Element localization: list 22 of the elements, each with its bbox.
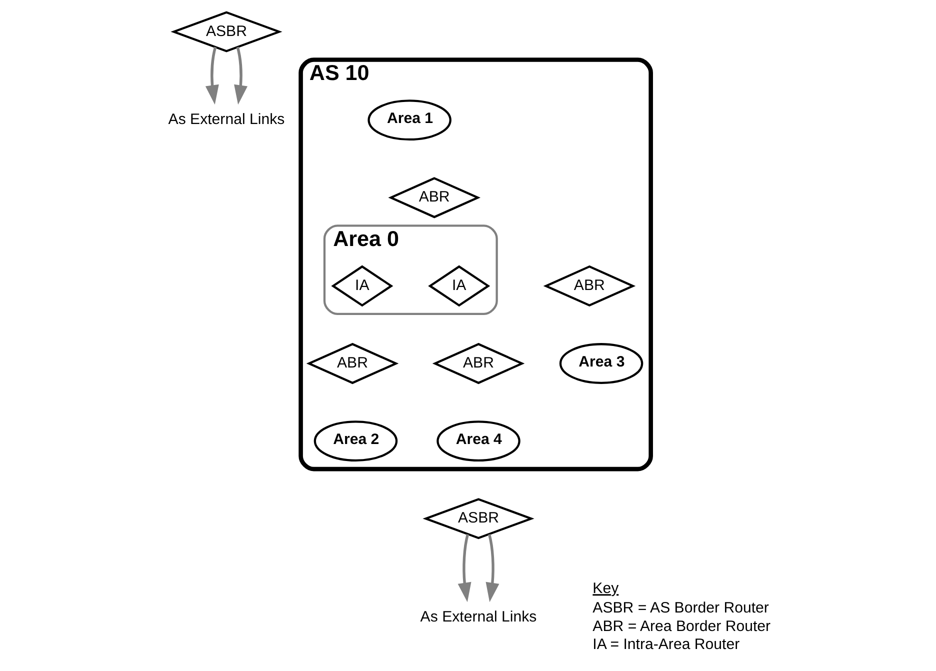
label: ASBR = AS Border Router [592, 600, 769, 617]
node-ellipse: Area 4 [436, 420, 520, 462]
label: ABR = Area Border Router [592, 618, 771, 635]
node-ellipse: Area 2 [314, 420, 398, 462]
arrow [486, 534, 500, 602]
label: IA = Intra-Area Router [592, 636, 740, 654]
arrow [458, 534, 472, 602]
node-diamond: ASBR [422, 498, 534, 540]
node-text: As External Links [168, 111, 285, 128]
node-diamond: ABR [543, 265, 636, 307]
node-diamond: ABR [388, 177, 480, 218]
node-diamond: ABR [306, 342, 399, 384]
arrow [234, 46, 248, 105]
node-diamond: IA [428, 265, 490, 307]
node-diamond: ABR [432, 342, 525, 384]
arrow [205, 46, 219, 105]
label: Key [592, 580, 619, 598]
node-ellipse: Area 1 [368, 100, 452, 141]
node-ellipse: Area 3 [559, 343, 644, 384]
node-diamond: ASBR [170, 11, 282, 52]
node-text: As External Links [420, 608, 537, 626]
node-diamond: IA [331, 265, 394, 307]
